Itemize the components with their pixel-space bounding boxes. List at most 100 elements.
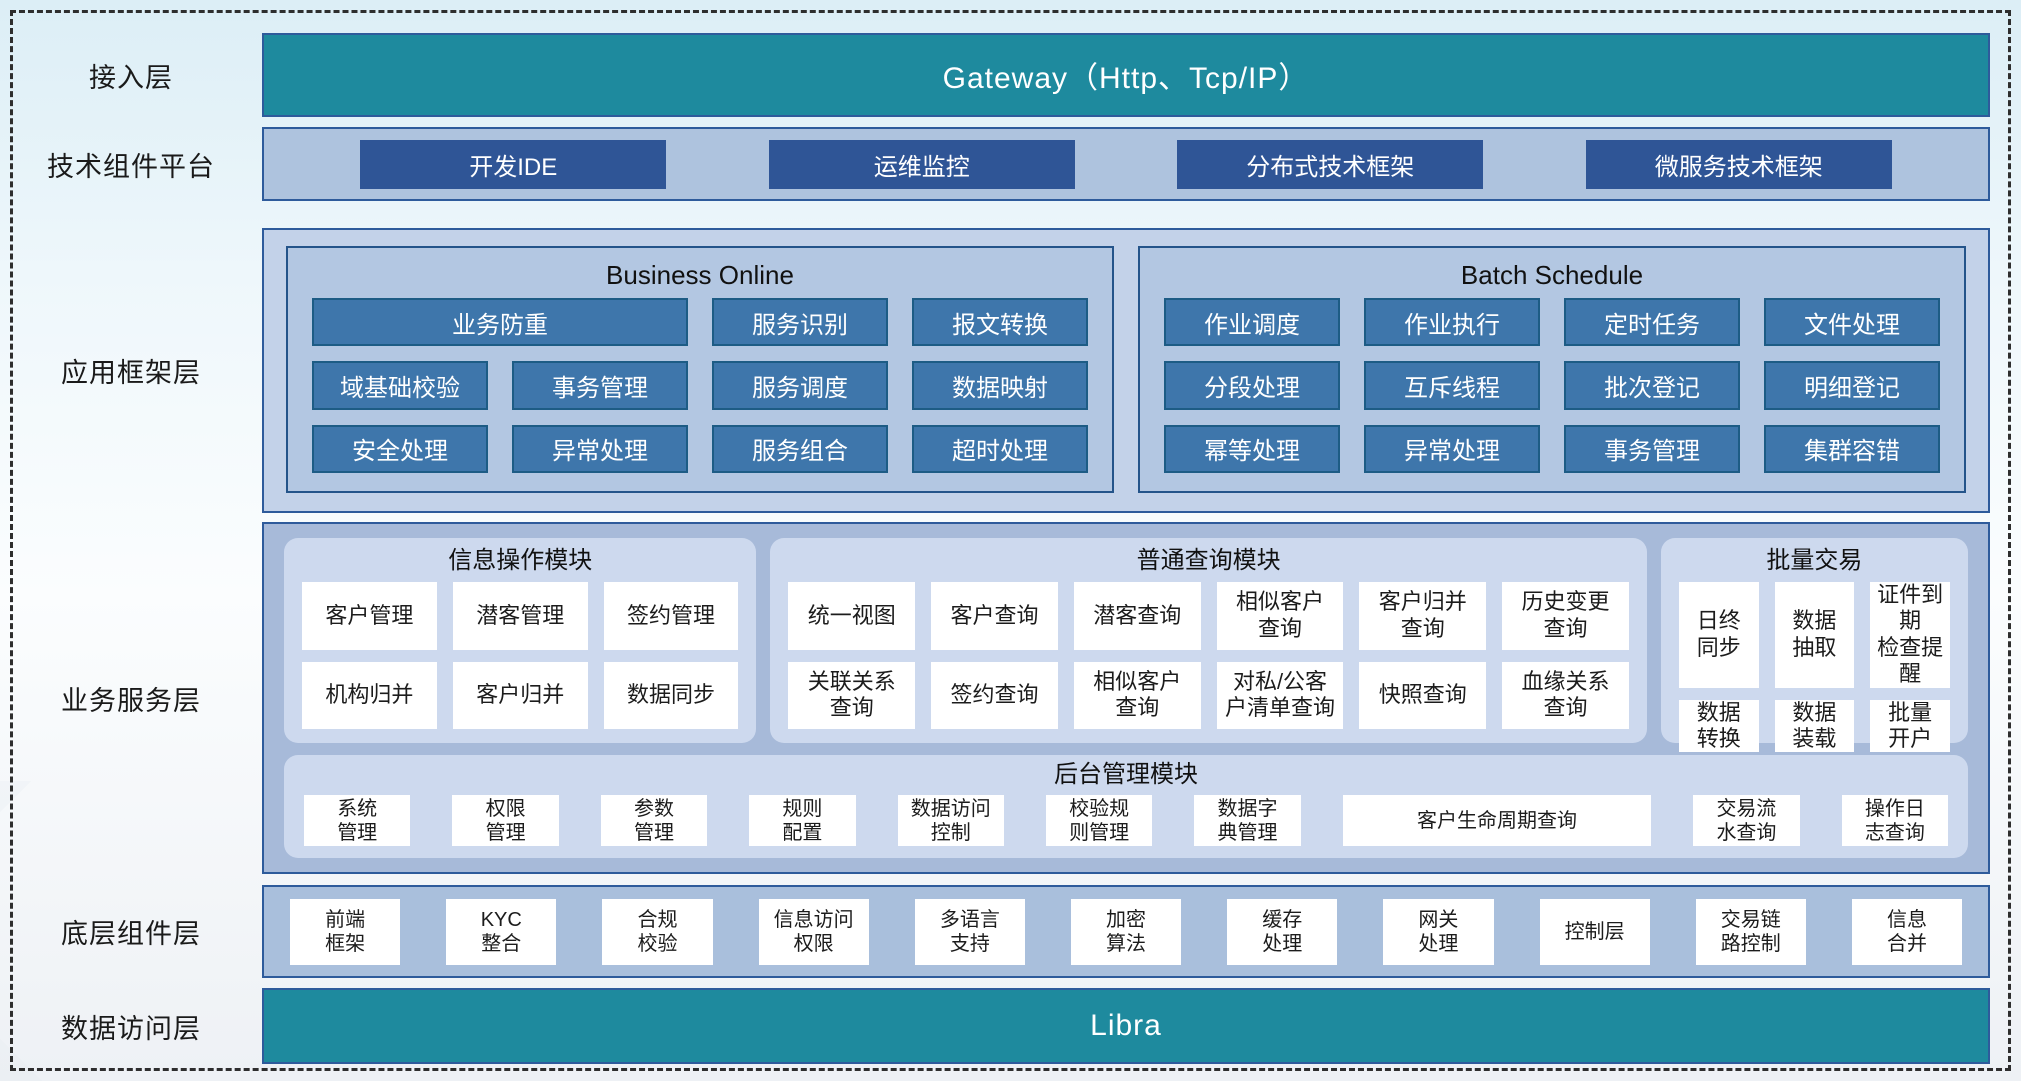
batch-schedule-title: Batch Schedule [1460,260,1644,290]
module-box: 安全处理 [312,424,488,473]
module-box: 分段处理 [1164,361,1340,410]
tech-item-microservice-framework: 微服务技术框架 [1585,139,1892,189]
batch-schedule-panel: Batch Schedule 作业调度 作业执行 定时任务 文件处理 分段处理 … [1138,246,1966,493]
component-box: 网关 处理 [1383,898,1494,965]
service-box: 数据 转换 [1678,699,1759,753]
business-service-container: 信息操作模块 客户管理 潜客管理 签约管理 机构归并 客户归并 数据同步 普通查… [262,522,1990,874]
module-box: 作业调度 [1164,298,1340,347]
gateway-bar: Gateway（Http、Tcp/IP） [262,33,1990,117]
service-box: 规则 配置 [749,795,856,846]
info-operation-title: 信息操作模块 [448,547,593,574]
service-box: 权限 管理 [452,795,559,846]
base-components-label: 底层组件层 [61,919,201,949]
module-box: 作业执行 [1364,298,1540,347]
service-box: 历史变更 查询 [1502,582,1629,650]
tech-platform-row: 技术组件平台 开发IDE 运维监控 分布式技术框架 微服务技术框架 [0,127,2021,201]
service-box: 签约管理 [603,582,739,650]
service-box: 操作日 志查询 [1841,795,1949,846]
module-box: 文件处理 [1764,298,1940,347]
service-box: 校验规 则管理 [1045,795,1153,846]
service-box: 统一视图 [788,582,916,650]
tech-item-distributed-framework: 分布式技术框架 [1177,139,1484,189]
module-box: 业务防重 [312,298,688,347]
service-box: 客户查询 [931,582,1058,650]
general-query-title: 普通查询模块 [1136,547,1281,574]
module-box: 批次登记 [1564,361,1740,410]
component-box: 多语言 支持 [914,898,1025,965]
component-box: KYC 整合 [446,898,557,965]
info-operation-grid: 客户管理 潜客管理 签约管理 机构归并 客户归并 数据同步 [302,582,739,729]
component-box: 控制层 [1539,898,1650,965]
service-modules: 信息操作模块 客户管理 潜客管理 签约管理 机构归并 客户归并 数据同步 普通查… [284,538,1968,753]
service-box: 血缘关系 查询 [1502,661,1629,729]
service-box: 批量 开户 [1870,699,1950,753]
module-box: 服务识别 [712,298,888,347]
tech-item-dev-ide: 开发IDE [360,139,667,189]
service-box: 机构归并 [302,661,437,729]
service-box: 参数 管理 [600,795,708,846]
service-box: 数据字 典管理 [1194,795,1301,846]
module-box: 服务调度 [712,361,888,410]
service-box: 数据 装载 [1774,699,1855,753]
component-box: 前端 框架 [290,898,401,965]
module-box: 互斥线程 [1364,361,1540,410]
service-box: 签约查询 [931,661,1058,729]
service-box: 相似客户 查询 [1073,661,1201,729]
module-box: 明细登记 [1764,361,1940,410]
access-layer-label: 接入层 [89,62,173,93]
component-box: 信息访问 权限 [758,898,869,965]
module-box: 超时处理 [912,424,1088,473]
business-online-title: Business Online [606,260,794,290]
service-box: 客户归并 查询 [1359,582,1487,650]
general-query-grid: 统一视图 客户查询 潜客查询 相似客户 查询 客户归并 查询 历史变更 查询 关… [788,582,1629,729]
service-box: 客户生命周期查询 [1342,795,1652,846]
service-box: 潜客查询 [1073,582,1201,650]
component-box: 交易链 路控制 [1695,898,1806,965]
module-box: 异常处理 [1364,424,1540,473]
app-framework-row: 应用框架层 Business Online 业务防重 服务识别 报文转换 域基础… [0,228,2021,513]
data-access-label: 数据访问层 [61,1013,201,1044]
service-box: 证件到期 检查提醒 [1870,582,1950,688]
base-components-container: 前端 框架 KYC 整合 合规 校验 信息访问 权限 多语言 支持 加密 算法 … [262,885,1990,978]
backend-admin-title: 后台管理模块 [1054,761,1198,788]
module-box: 服务组合 [712,424,888,473]
service-box: 数据 抽取 [1774,582,1855,688]
base-components-row: 底层组件层 前端 框架 KYC 整合 合规 校验 信息访问 权限 多语言 支持 … [0,885,2021,978]
business-service-label: 业务服务层 [61,685,201,716]
service-box: 系统 管理 [304,795,411,846]
component-box: 信息 合并 [1851,898,1963,965]
component-box: 缓存 处理 [1227,898,1338,965]
service-box: 数据同步 [603,661,739,729]
service-box: 相似客户 查询 [1216,582,1344,650]
tech-item-ops-monitor: 运维监控 [768,139,1075,189]
app-framework-container: Business Online 业务防重 服务识别 报文转换 域基础校验 事务管… [262,228,1990,513]
module-box: 异常处理 [512,424,688,473]
module-box: 集群容错 [1764,424,1940,473]
tech-platform-label: 技术组件平台 [47,151,215,182]
business-online-panel: Business Online 业务防重 服务识别 报文转换 域基础校验 事务管… [286,246,1114,493]
module-box: 报文转换 [912,298,1088,347]
business-online-grid: 业务防重 服务识别 报文转换 域基础校验 事务管理 服务调度 数据映射 安全处理… [312,298,1088,473]
backend-admin-grid: 系统 管理 权限 管理 参数 管理 规则 配置 数据访问 控制 校验规 则管理 … [304,795,1949,846]
access-layer-row: 接入层 Gateway（Http、Tcp/IP） [0,33,2021,117]
component-box: 加密 算法 [1070,898,1182,965]
batch-trade-module: 批量交易 日终 同步 数据 抽取 证件到期 检查提醒 数据 转换 数据 装载 批… [1660,538,1968,753]
service-box: 快照查询 [1359,661,1487,729]
data-access-row: 数据访问层 Libra [0,988,2021,1064]
tech-platform-container: 开发IDE 运维监控 分布式技术框架 微服务技术框架 [262,127,1990,201]
batch-trade-title: 批量交易 [1766,547,1863,574]
service-box: 日终 同步 [1678,582,1759,688]
service-box: 客户管理 [302,582,437,650]
service-box: 数据访问 控制 [897,795,1004,846]
info-operation-module: 信息操作模块 客户管理 潜客管理 签约管理 机构归并 客户归并 数据同步 [284,538,757,743]
service-box: 关联关系 查询 [788,661,916,729]
batch-schedule-grid: 作业调度 作业执行 定时任务 文件处理 分段处理 互斥线程 批次登记 明细登记 … [1164,298,1940,473]
batch-trade-grid: 日终 同步 数据 抽取 证件到期 检查提醒 数据 转换 数据 装载 批量 开户 [1678,582,1950,753]
module-box: 域基础校验 [312,361,488,410]
component-box: 合规 校验 [602,898,713,965]
app-framework-label: 应用框架层 [61,358,201,388]
service-box: 潜客管理 [452,582,588,650]
module-box: 定时任务 [1564,298,1740,347]
service-box: 交易流 水查询 [1693,795,1800,846]
